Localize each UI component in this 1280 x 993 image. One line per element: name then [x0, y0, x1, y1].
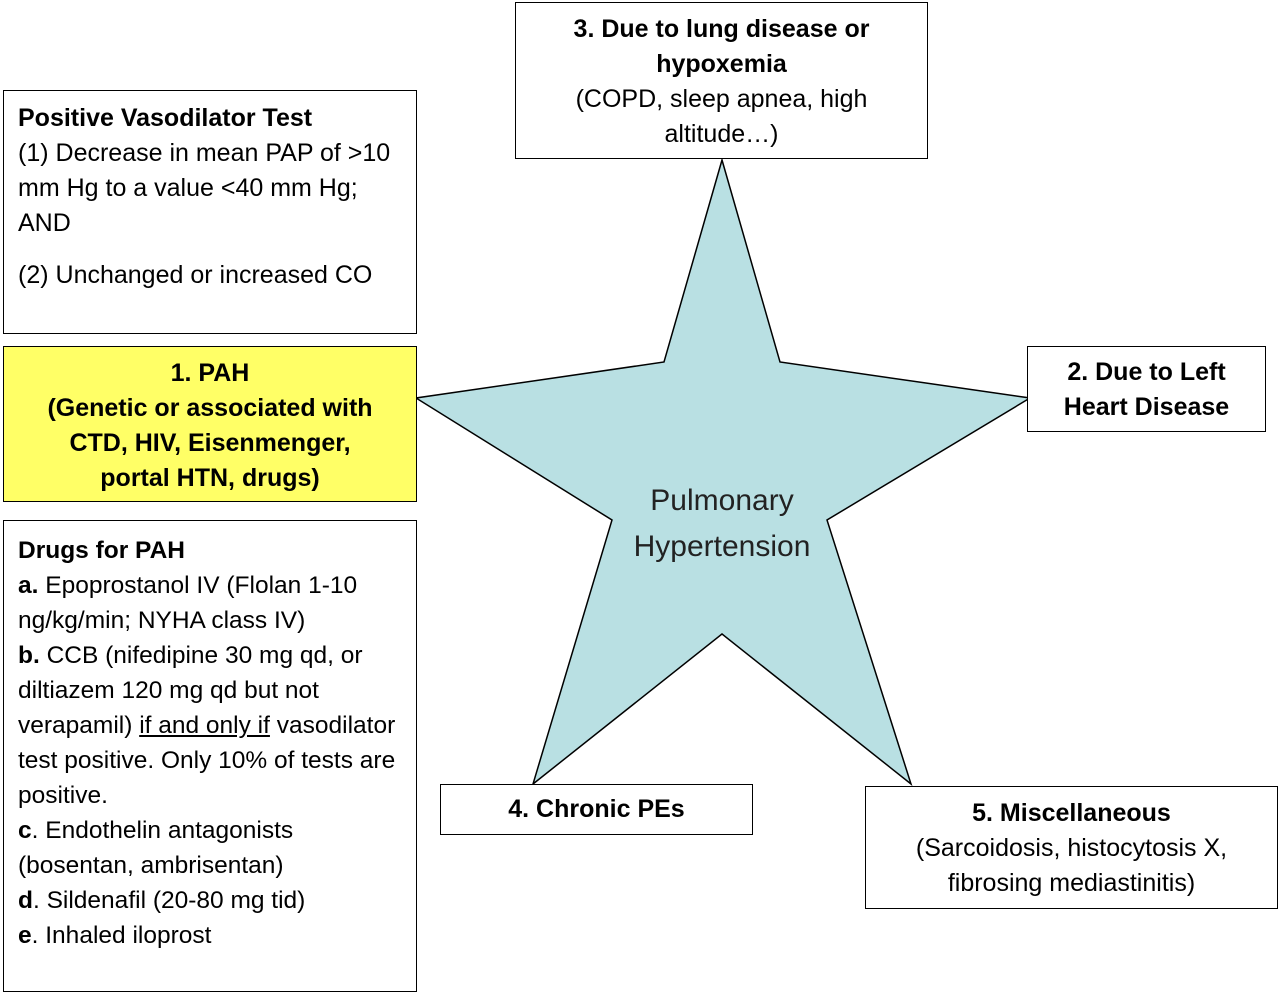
chronic-pes-box: 4. Chronic PEs [440, 784, 753, 835]
pah-line-1: (Genetic or associated with [47, 394, 373, 422]
miscellaneous-box: 5. Miscellaneous (Sarcoidosis, histocyto… [865, 786, 1278, 909]
drugs-title: Drugs for PAH [18, 537, 185, 564]
chronic-pes-title: 4. Chronic PEs [508, 795, 685, 823]
left-heart-line-2: Heart Disease [1063, 393, 1230, 421]
misc-line-1: (Sarcoidosis, histocytosis X, [915, 834, 1228, 862]
pah-title: 1. PAH [170, 359, 250, 387]
drug-a-marker: a. [18, 572, 39, 599]
center-line-1: Pulmonary [650, 484, 794, 517]
pah-line-3: portal HTN, drugs) [100, 464, 320, 492]
drug-d-marker: d [18, 887, 33, 914]
left-heart-box: 2. Due to Left Heart Disease [1027, 346, 1266, 432]
drug-item-d: d. Sildenafil (20-80 mg tid) [18, 883, 402, 918]
vasodilator-test-title: Positive Vasodilator Test [18, 104, 313, 132]
lung-title-1: 3. Due to lung disease or [573, 15, 870, 43]
vasodilator-criterion-2: (2) Unchanged or increased CO [18, 258, 402, 293]
drug-item-c: c. Endothelin antagonists (bosentan, amb… [18, 813, 402, 883]
pah-line-2: CTD, HIV, Eisenmenger, [69, 429, 351, 457]
drug-e-text: . Inhaled iloprost [31, 922, 212, 949]
pah-box: 1. PAH (Genetic or associated with CTD, … [3, 346, 417, 502]
center-line-2: Hypertension [633, 530, 811, 563]
left-heart-line-1: 2. Due to Left [1067, 358, 1226, 386]
drug-c-marker: c [18, 817, 32, 844]
drug-c-text: . Endothelin antagonists (bosentan, ambr… [18, 817, 294, 879]
drug-item-e: e. Inhaled iloprost [18, 918, 402, 953]
misc-title: 5. Miscellaneous [972, 799, 1171, 827]
drug-b-text: CCB (nifedipine 30 mg qd, or diltiazem 1… [18, 642, 363, 739]
criterion-1-marker: (1) [18, 139, 49, 167]
lung-line-1: (COPD, sleep apnea, high [575, 85, 868, 113]
drug-d-text: . Sildenafil (20-80 mg tid) [32, 887, 306, 914]
lung-disease-box: 3. Due to lung disease or hypoxemia (COP… [515, 2, 928, 159]
star-polygon [413, 157, 1033, 787]
drug-item-a: a. Epoprostanol IV (Flolan 1-10 ng/kg/mi… [18, 568, 402, 638]
drug-b-marker: b. [18, 642, 40, 669]
criterion-2-marker: (2) [18, 261, 49, 289]
criterion-1-text: Decrease in mean PAP of >10 mm Hg to a v… [18, 139, 391, 237]
drugs-box: Drugs for PAH a. Epoprostanol IV (Flolan… [3, 520, 417, 992]
drug-b-underline: if and only if [139, 712, 270, 739]
vasodilator-criterion-1: (1) Decrease in mean PAP of >10 mm Hg to… [18, 136, 402, 241]
drug-b-text-2: vasodilator test positive. Only 10% of t… [18, 712, 396, 809]
lung-line-2: altitude…) [664, 120, 779, 148]
vasodilator-test-box: Positive Vasodilator Test (1) Decrease i… [3, 90, 417, 334]
star-center-label: Pulmonary Hypertension [572, 478, 872, 570]
misc-line-2: fibrosing mediastinitis) [947, 869, 1196, 897]
criterion-2-text: Unchanged or increased CO [48, 261, 373, 289]
drug-item-b: b. CCB (nifedipine 30 mg qd, or diltiaze… [18, 638, 402, 813]
drug-e-marker: e [18, 922, 32, 949]
drug-a-text: Epoprostanol IV (Flolan 1-10 ng/kg/min; … [18, 572, 358, 634]
lung-title-2: hypoxemia [656, 50, 787, 78]
